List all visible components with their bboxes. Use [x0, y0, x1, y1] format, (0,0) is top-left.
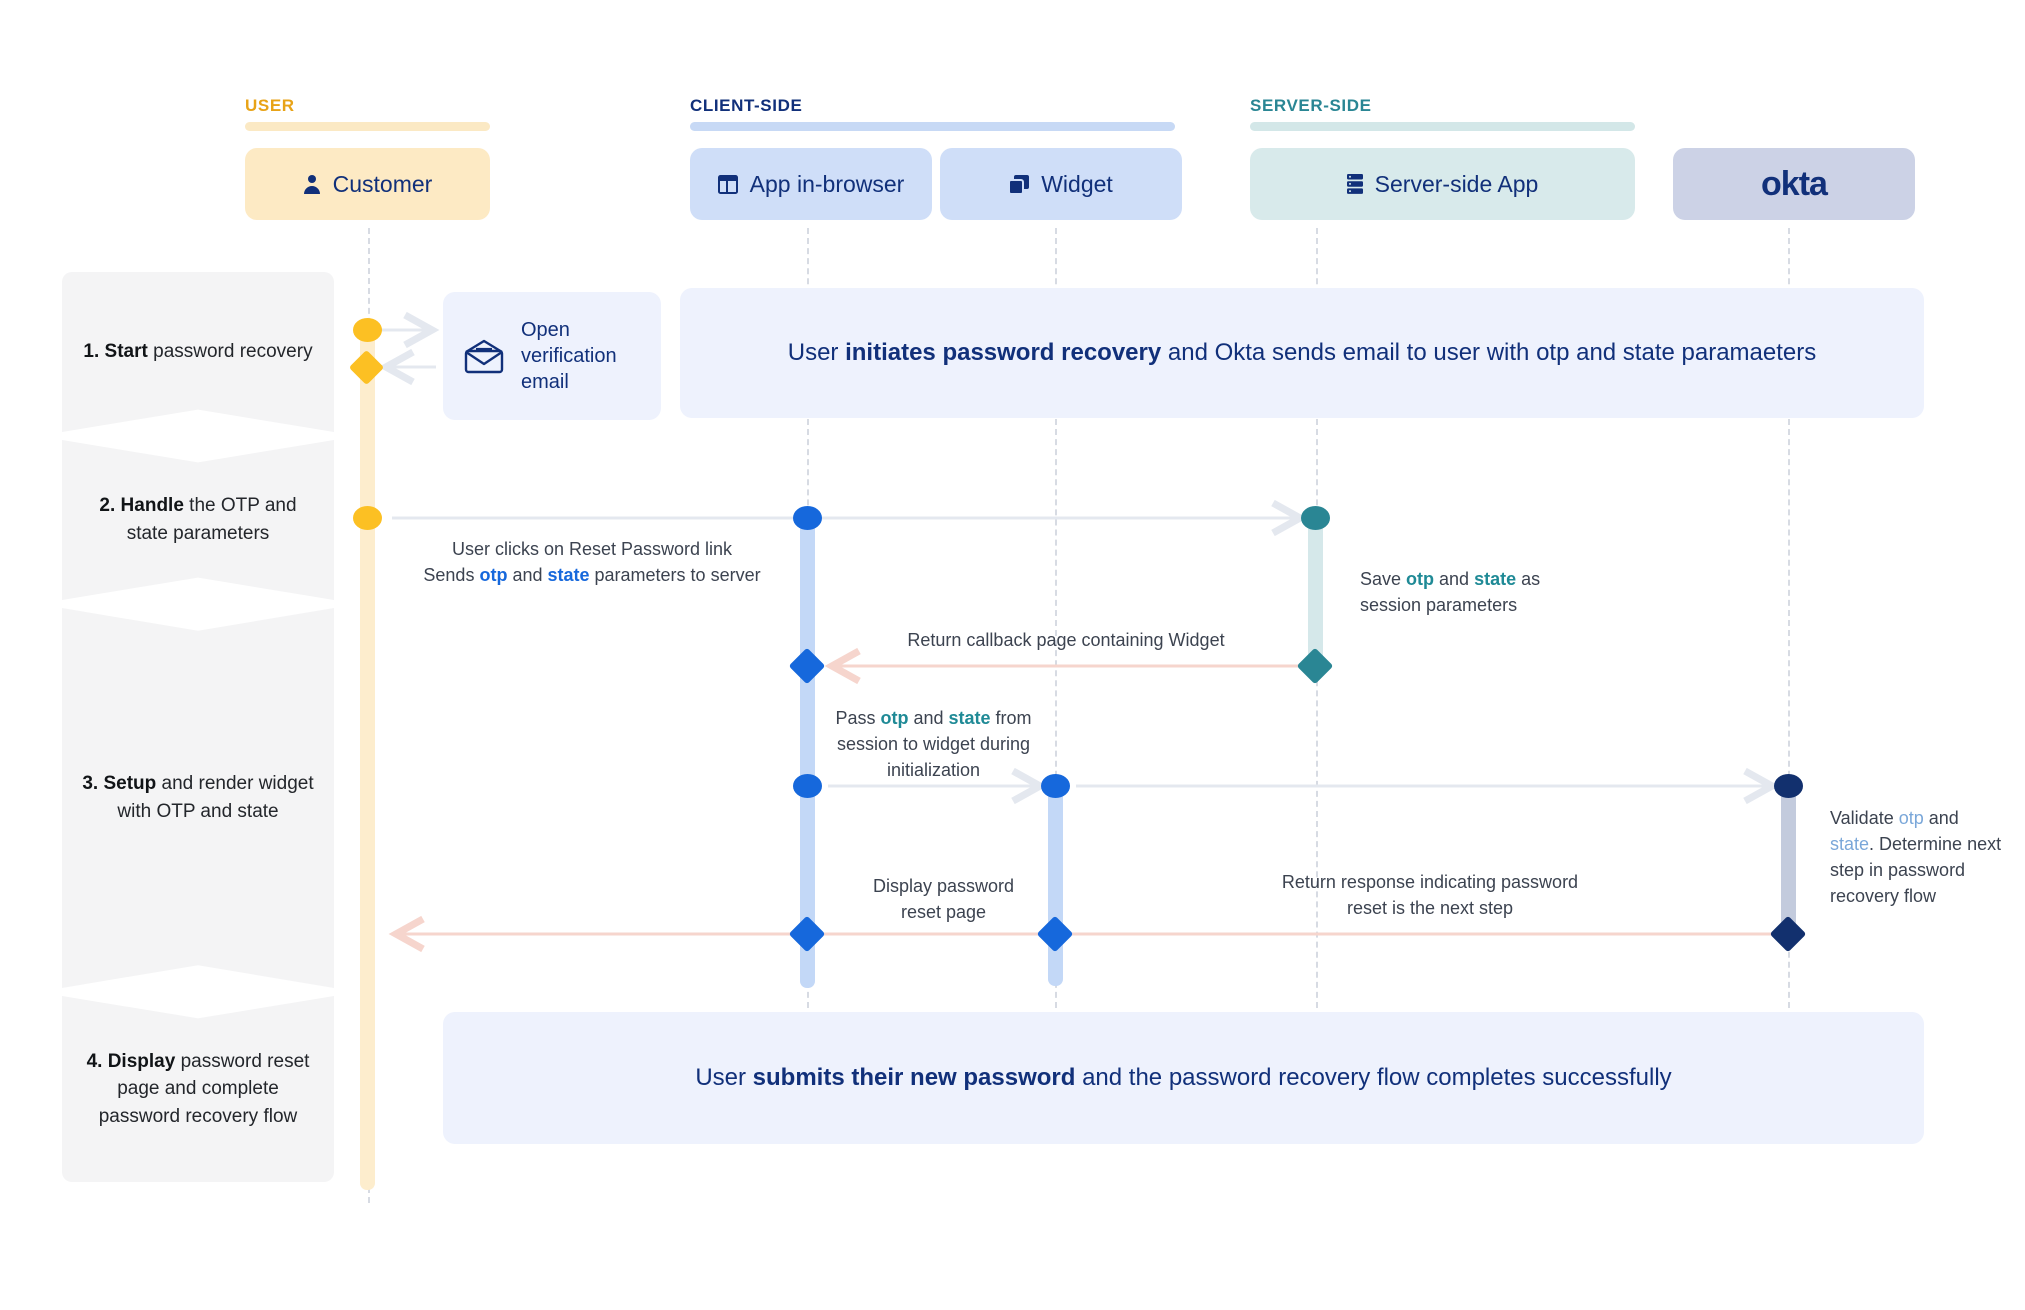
person-icon — [303, 174, 321, 194]
step-text: the OTP and state parameters — [126, 495, 297, 544]
activation-server-side-app — [1308, 518, 1323, 668]
group-bar-client-side — [690, 122, 1175, 131]
okta-logo: okta — [1761, 164, 1828, 203]
marker-app-receive — [793, 506, 822, 530]
browser-window-icon — [717, 174, 738, 194]
note-line-2: verification — [521, 345, 617, 367]
msg-save-session: Save otp and state as session parameters — [1360, 569, 1541, 616]
lane-server-side-app[interactable]: Server-side App — [1250, 148, 1635, 220]
server-rack-icon — [1346, 174, 1363, 194]
group-bar-server-side — [1250, 122, 1635, 131]
open-envelope-icon — [463, 338, 505, 374]
lane-okta[interactable]: okta — [1673, 148, 1915, 220]
lane-label: Customer — [332, 170, 433, 197]
group-label-server-side: SERVER-SIDE — [1250, 96, 1372, 115]
marker-server-return — [1296, 647, 1334, 685]
lane-app-in-browser[interactable]: App in-browser — [690, 148, 932, 220]
lifeline-widget — [1055, 228, 1057, 1018]
widget-stack-icon — [1008, 174, 1030, 195]
note-line-1: Open — [521, 319, 570, 341]
lifeline-okta — [1788, 228, 1790, 1018]
lane-customer[interactable]: Customer — [245, 148, 490, 220]
banner-initiate: User initiates password recovery and Okt… — [680, 288, 1924, 418]
activation-app-in-browser — [800, 518, 815, 988]
open-verification-email-card[interactable]: Open verification email — [443, 292, 661, 420]
marker-customer-email-return — [348, 349, 385, 386]
marker-app-display-page — [788, 915, 826, 953]
step-text: password recovery — [147, 341, 313, 363]
msg-return-callback: Return callback page containing Widget — [907, 630, 1225, 650]
step-1: 1. Start password recovery — [62, 272, 334, 432]
lane-widget[interactable]: Widget — [940, 148, 1182, 220]
step-text: and render widget with OTP and state — [117, 773, 314, 822]
step-number: 4. Display — [86, 1050, 176, 1072]
banner-submit: User submits their new password and the … — [443, 1012, 1924, 1144]
step-number: 1. Start — [83, 341, 148, 363]
note-line-3: email — [521, 371, 569, 393]
msg-reset-link: User clicks on Reset Password link Sends… — [423, 539, 761, 586]
step-text: password reset page and complete passwor… — [98, 1050, 310, 1127]
step-number: 2. Handle — [99, 495, 184, 517]
marker-app-callback — [788, 647, 826, 685]
marker-server-receive — [1301, 506, 1330, 530]
group-bar-user — [245, 122, 490, 131]
activation-customer — [360, 330, 375, 1190]
group-label-client-side: CLIENT-SIDE — [690, 96, 803, 115]
marker-customer-click — [353, 506, 382, 530]
marker-customer-start — [353, 318, 382, 342]
msg-pass-otp-state: Pass otp and state from session to widge… — [835, 708, 1032, 781]
group-label-user: USER — [245, 96, 295, 115]
msg-validate: Validate otp and state. Determine next s… — [1830, 808, 2002, 907]
step-3: 3. Setup and render widget with OTP and … — [62, 608, 334, 988]
activation-okta — [1781, 786, 1796, 946]
marker-app-init-widget — [793, 774, 822, 798]
lane-label: App in-browser — [749, 170, 905, 197]
step-number: 3. Setup — [82, 773, 157, 795]
step-4: 4. Display password reset page and compl… — [62, 996, 334, 1182]
step-2: 2. Handle the OTP and state parameters — [62, 440, 334, 600]
lane-label: Widget — [1041, 170, 1113, 197]
lane-label: Server-side App — [1374, 170, 1539, 197]
marker-widget-receive — [1041, 774, 1070, 798]
marker-okta-respond — [1769, 915, 1807, 953]
marker-okta-validate — [1774, 774, 1803, 798]
